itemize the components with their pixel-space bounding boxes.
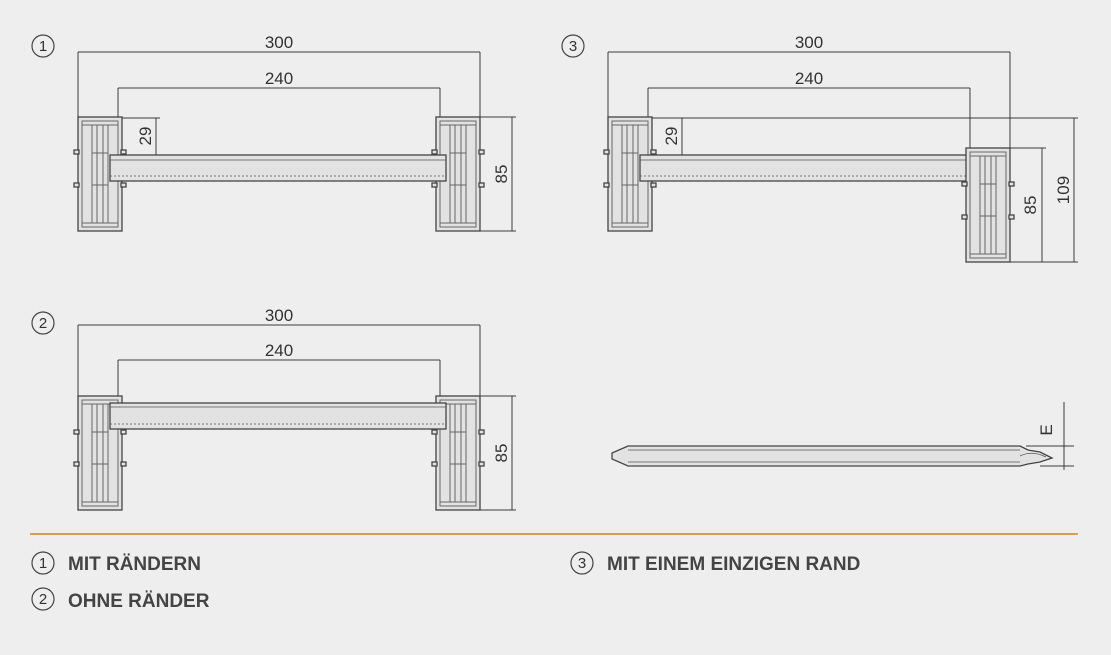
legend: 1 MIT RÄNDERN 2 OHNE RÄNDER 3 MIT EINEM …	[31, 551, 860, 612]
legend-item-3: 3 MIT EINEM EINZIGEN RAND	[570, 551, 860, 575]
view-4-edge-label: E	[1037, 424, 1056, 435]
view-3-total-height: 109	[1054, 176, 1073, 204]
view-1-inner-width: 240	[265, 69, 293, 88]
view-3-number: 3	[569, 38, 577, 55]
view-1-top-offset: 29	[136, 127, 155, 146]
view-2-inner-width: 240	[265, 341, 293, 360]
view-2-height: 85	[492, 444, 511, 463]
legend-item-3-number: 3	[578, 555, 586, 572]
view-3-right-profile	[965, 147, 1011, 263]
view-2-outer-width: 300	[265, 306, 293, 325]
view-3-panel	[639, 154, 977, 182]
view-1-outer-width: 300	[265, 33, 293, 52]
legend-item-2: 2 OHNE RÄNDER	[31, 587, 210, 612]
legend-item-2-label: OHNE RÄNDER	[68, 591, 210, 612]
legend-item-3-label: MIT EINEM EINZIGEN RAND	[607, 554, 860, 575]
view-1-height: 85	[492, 165, 511, 184]
view-2-drawing: 2 300 240 85	[31, 306, 516, 511]
view-3-drawing: 3 300 240 29 85 109	[561, 33, 1078, 263]
view-3-inner-width: 240	[795, 69, 823, 88]
legend-item-2-number: 2	[39, 591, 47, 608]
view-3-top-offset: 29	[662, 127, 681, 146]
legend-item-1-number: 1	[39, 555, 47, 572]
legend-item-1: 1 MIT RÄNDERN	[31, 551, 201, 575]
view-3-height: 85	[1021, 196, 1040, 215]
view-1-drawing: 1 300 240 29 85	[31, 33, 516, 232]
view-1-panel	[109, 154, 447, 182]
view-3-badge: 3	[561, 34, 585, 58]
view-3-outer-width: 300	[795, 33, 823, 52]
view-4-drawing: E	[611, 402, 1074, 470]
view-2-badge: 2	[31, 311, 55, 335]
view-2-number: 2	[39, 315, 47, 332]
view-1-badge: 1	[31, 34, 55, 58]
legend-item-1-label: MIT RÄNDERN	[68, 554, 201, 575]
view-4-edge-profile	[611, 445, 1054, 467]
view-1-number: 1	[39, 38, 47, 55]
